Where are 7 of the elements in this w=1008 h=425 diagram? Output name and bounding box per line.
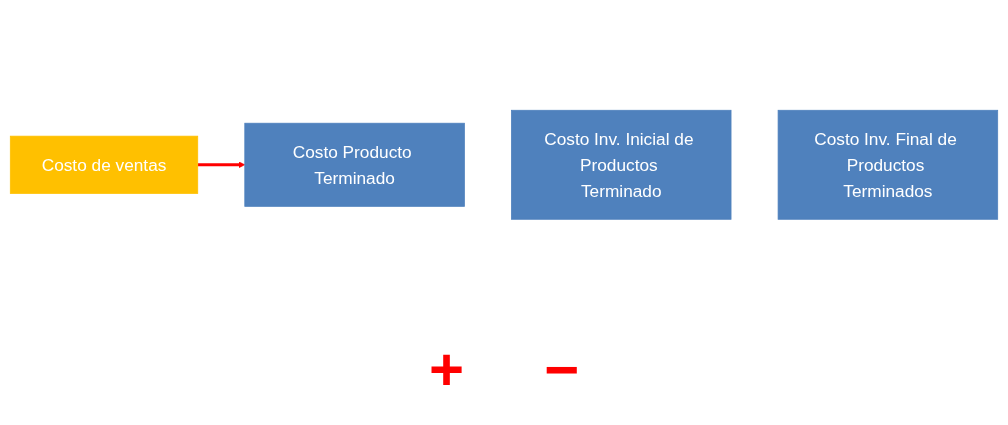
node-box: Costo Inv. Final de Productos Terminados [777,110,999,220]
node-box: Costo Inv. Inicial de Productos Terminado [511,110,732,220]
operator-sign: + [428,335,464,405]
operator-sign: − [544,335,580,405]
node-box: Costo Producto Terminado [244,123,465,207]
node-box: Costo de ventas [9,136,199,194]
arrow [197,161,246,169]
